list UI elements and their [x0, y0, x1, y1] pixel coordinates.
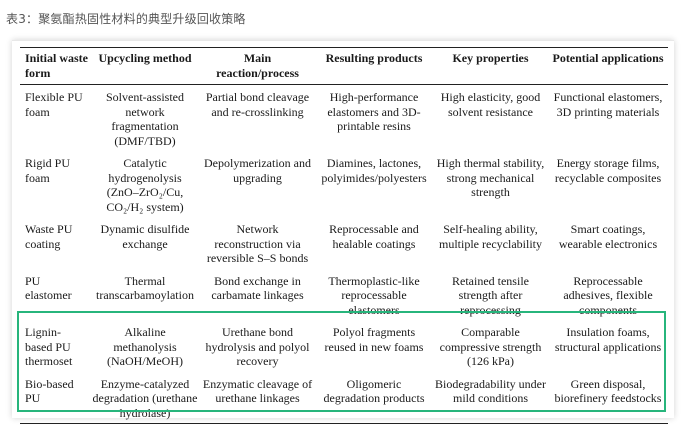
column-header: Resulting products [315, 47, 433, 85]
table-cell: Polyol fragments reused in new foams [324, 325, 424, 354]
table-row: Flexible PU foam Solvent-assisted networ… [20, 85, 668, 152]
table-cell: Partial bond cleavage and re-crosslinkin… [205, 90, 310, 119]
table-cell: High-performance elastomers and 3D-print… [327, 90, 421, 133]
table-cell: Oligomeric degradation products [315, 371, 433, 424]
column-header: Initial waste form [20, 47, 90, 85]
table-cell: Bond exchange in carbamate linkages [211, 273, 304, 303]
table-cell: Energy storage films, recyclable composi… [554, 156, 662, 185]
table-cell: Comparable compressive strength (126 kPa… [439, 325, 542, 368]
table-cell: PU elastomer [25, 273, 72, 303]
column-header: Main reaction/process [200, 47, 315, 85]
table-cell: Self-healing ability, multiple recyclabi… [439, 222, 542, 251]
table-cell: High thermal stability, strong mechanica… [436, 156, 545, 199]
table-cell: Enzyme-catalyzed degradation (urethane h… [90, 371, 200, 424]
column-header: Potential applications [548, 47, 668, 85]
table-header-row: Initial waste form Upcycling method Main… [20, 47, 668, 85]
table-cell: Dynamic disulfide exchange [100, 222, 190, 251]
table-cell: Thermoplastic-like reprocessable elastom… [328, 273, 420, 317]
table-cell: Waste PU coating [25, 222, 73, 251]
table-cell: Functional elastomers, 3D printing mater… [553, 90, 663, 119]
table-cell: Reprocessable and healable coatings [329, 222, 419, 251]
table-cell: Alkaline methanolysis (NaOH/MeOH) [107, 325, 183, 368]
table-cell: Thermal transcarbamoylation [96, 273, 194, 303]
table-cell: Enzymatic cleavage of urethane linkages [200, 371, 315, 424]
table-row: Lignin-based PU thermoset Alkaline metha… [20, 320, 668, 372]
table-cell: Retained tensile strength after reproces… [452, 273, 529, 317]
table-cell: High elasticity, good solvent resistance [440, 90, 541, 119]
table-cell: Bio-based PU [20, 371, 90, 424]
table-caption: 表3：聚氨酯热固性材料的典型升级回收策略 [6, 12, 246, 26]
table-row: Bio-based PU Enzyme-catalyzed degradatio… [20, 371, 668, 424]
table-cell: Reprocessable adhesives, flexible compon… [563, 273, 653, 317]
table-cell: Smart coatings, wearable electronics [558, 222, 658, 251]
upcycling-table: Initial waste form Upcycling method Main… [20, 47, 668, 424]
table-cell: Green disposal, biorefinery feedstocks [548, 371, 668, 424]
table-row: PU elastomer Thermal transcarbamoylation… [20, 269, 668, 321]
table-row: Rigid PU foam Catalytic hydrogenolysis (… [20, 151, 668, 217]
table-cell: Biodegradability under mild conditions [433, 371, 548, 424]
table-cell: Depolymerization and upgrading [204, 156, 311, 185]
table-cell: Insulation foams, structural application… [554, 325, 662, 354]
table-row: Waste PU coating Dynamic disulfide excha… [20, 217, 668, 269]
table-cell: Urethane bond hydrolysis and polyol reco… [205, 325, 310, 368]
table-cell: Lignin-based PU thermoset [25, 325, 73, 368]
table-cell: Network reconstruction via reversible S–… [206, 222, 309, 265]
column-header: Key properties [433, 47, 548, 85]
table-cell: Solvent-assisted network fragmentation (… [106, 90, 184, 148]
table-cell: Diamines, lactones, polyimides/polyester… [321, 156, 427, 185]
table-cell: Catalytic hydrogenolysis (ZnO–ZrO₂/Cu, C… [106, 156, 184, 214]
table-cell: Rigid PU foam [25, 156, 71, 185]
column-header: Upcycling method [90, 47, 200, 85]
table-cell: Flexible PU foam [25, 90, 83, 119]
table-card: Initial waste form Upcycling method Main… [12, 40, 674, 424]
